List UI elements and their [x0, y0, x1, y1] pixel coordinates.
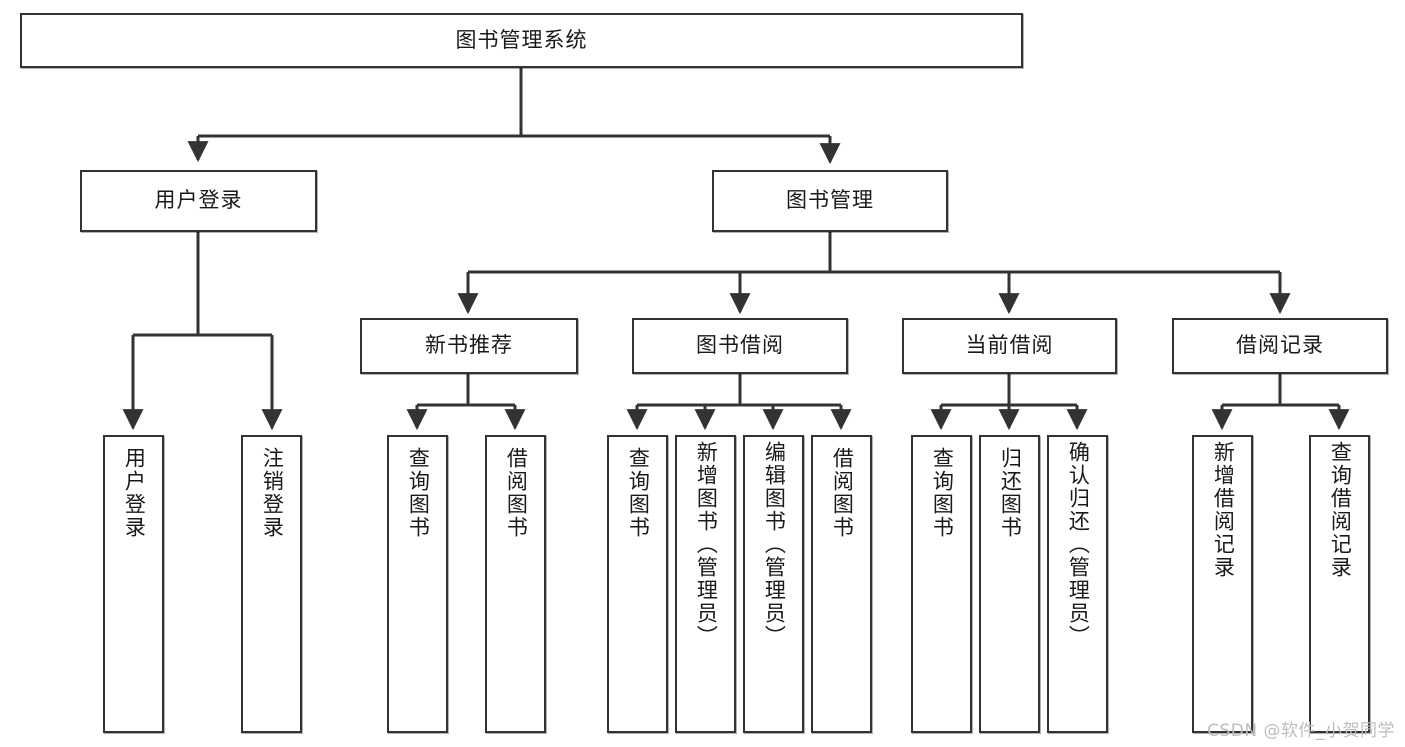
node-label: 新书推荐 [425, 333, 513, 358]
node-label: 图书借阅 [696, 333, 784, 358]
node-current-borrow[interactable]: 当前借阅 [902, 318, 1117, 374]
watermark: CSDN @软件_小贺同学 [1207, 721, 1395, 741]
leaf-user-login-login[interactable]: 用户登录 [103, 435, 164, 733]
node-root-system[interactable]: 图书管理系统 [20, 13, 1023, 68]
node-book-management[interactable]: 图书管理 [712, 170, 948, 232]
node-label: 编辑图书（管理员） [762, 441, 787, 648]
leaf-borrow-query-book[interactable]: 查询图书 [607, 435, 668, 733]
node-label: 图书管理 [786, 188, 874, 213]
leaf-record-add[interactable]: 新增借阅记录 [1192, 435, 1253, 733]
node-label: 用户登录 [122, 447, 147, 539]
node-label: 新增图书（管理员） [694, 441, 719, 648]
leaf-new-book-borrow[interactable]: 借阅图书 [485, 435, 546, 733]
node-label: 借阅图书 [504, 447, 529, 539]
node-book-borrow[interactable]: 图书借阅 [632, 318, 848, 374]
node-label: 借阅图书 [830, 447, 855, 539]
node-label: 借阅记录 [1236, 333, 1324, 358]
leaf-current-return-book[interactable]: 归还图书 [979, 435, 1040, 733]
node-label: 查询图书 [406, 447, 431, 539]
node-user-login[interactable]: 用户登录 [80, 170, 317, 232]
leaf-borrow-add-book[interactable]: 新增图书（管理员） [675, 435, 736, 733]
leaf-borrow-edit-book[interactable]: 编辑图书（管理员） [743, 435, 804, 733]
node-label: 确认归还（管理员） [1066, 441, 1091, 648]
node-label: 查询图书 [626, 447, 651, 539]
leaf-current-query-book[interactable]: 查询图书 [911, 435, 972, 733]
leaf-record-query[interactable]: 查询借阅记录 [1309, 435, 1370, 733]
node-label: 用户登录 [154, 188, 243, 213]
node-label: 当前借阅 [965, 333, 1054, 358]
leaf-new-book-query[interactable]: 查询图书 [387, 435, 448, 733]
node-label: 图书管理系统 [455, 27, 588, 52]
node-new-book-recommend[interactable]: 新书推荐 [360, 318, 578, 374]
leaf-borrow-borrow-book[interactable]: 借阅图书 [811, 435, 872, 733]
node-label: 查询图书 [930, 447, 955, 539]
node-label: 归还图书 [998, 447, 1023, 539]
node-label: 注销登录 [260, 447, 285, 539]
leaf-user-login-logout[interactable]: 注销登录 [241, 435, 302, 733]
node-label: 查询借阅记录 [1328, 441, 1353, 579]
node-label: 新增借阅记录 [1211, 441, 1236, 579]
leaf-current-confirm-return[interactable]: 确认归还（管理员） [1047, 435, 1108, 733]
node-borrow-record[interactable]: 借阅记录 [1172, 318, 1388, 374]
